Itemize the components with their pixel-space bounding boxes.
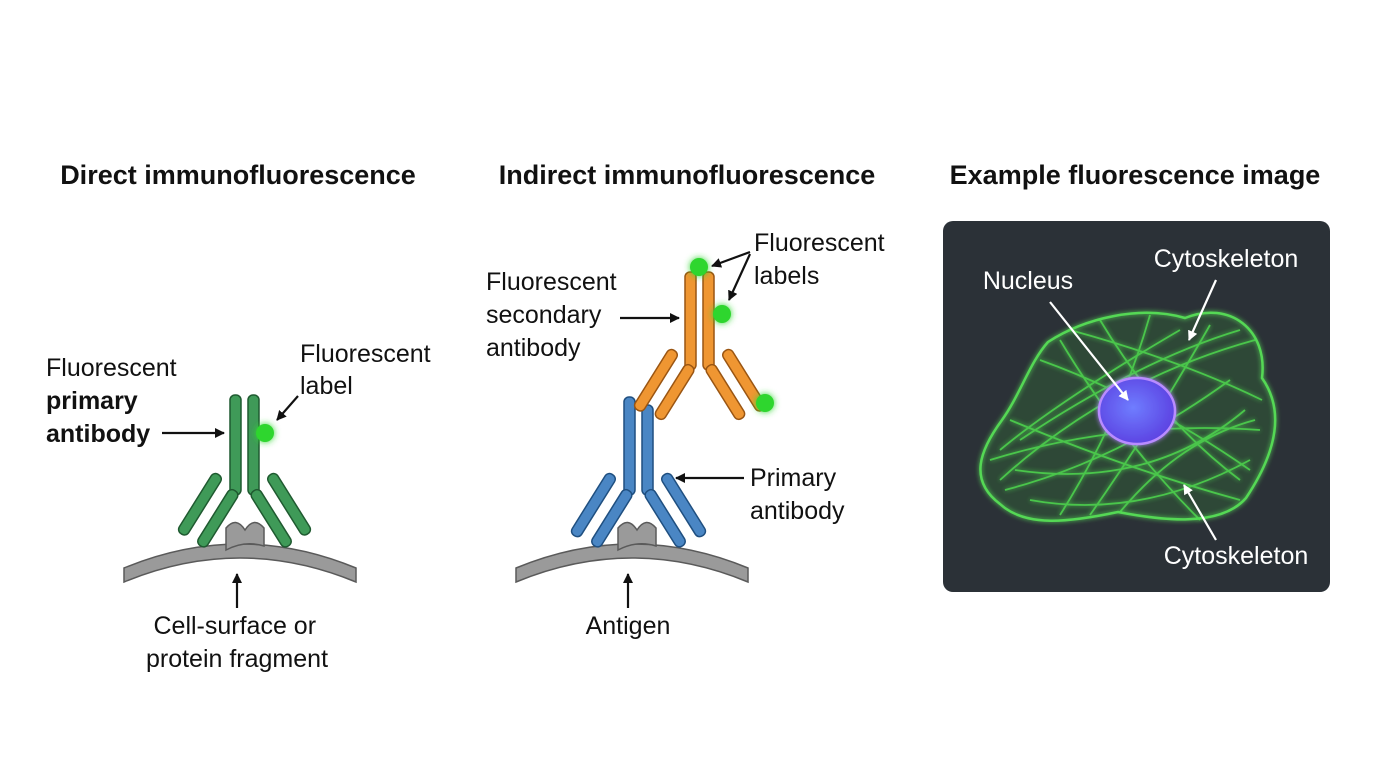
indirect-fluor-label: Fluorescent labels [754,229,889,290]
indirect-secondary-label: Fluorescent secondary antibody [486,268,621,362]
nucleus-icon [1097,376,1177,446]
nucleus-arrow [1049,301,1129,401]
cell-icon [979,311,1277,522]
direct-title: Direct immunofluorescence [60,160,416,190]
antibody-icon [177,394,312,548]
indirect-fluor-arrow-1 [711,250,751,268]
indirect-fluor-arrow-2 [727,253,752,301]
antigen-icon [123,521,357,584]
indirect-panel: Indirect immunofluorescence [486,160,889,640]
direct-panel: Direct immunofluorescence Fluorescent pr… [46,160,435,673]
cytoskeleton-top-label: Cytoskeleton [1154,245,1299,273]
cytoskeleton-top-arrow [1187,279,1218,341]
direct-fluor-arrow [276,395,299,421]
secondary-antibody-icon [633,271,767,421]
fluorophore-icon [256,424,274,442]
primary-antibody-icon [570,396,707,548]
example-panel: Example fluorescence image [943,160,1330,592]
indirect-antigen-label: Antigen [586,612,671,640]
fluorophore-icon [690,258,774,412]
indirect-primary-label: Primary antibody [750,464,845,525]
direct-surface-label: Cell-surface or protein fragment [146,612,328,673]
cytoskeleton-bottom-label: Cytoskeleton [1164,542,1309,570]
cytoskeleton-bottom-arrow [1183,484,1217,541]
direct-antibody-label: Fluorescent primary antibody [46,354,181,448]
indirect-title: Indirect immunofluorescence [499,160,876,190]
example-title: Example fluorescence image [950,160,1321,190]
direct-fluor-label: Fluorescent label [300,340,435,400]
nucleus-label: Nucleus [983,267,1073,295]
antigen-icon [515,521,749,584]
